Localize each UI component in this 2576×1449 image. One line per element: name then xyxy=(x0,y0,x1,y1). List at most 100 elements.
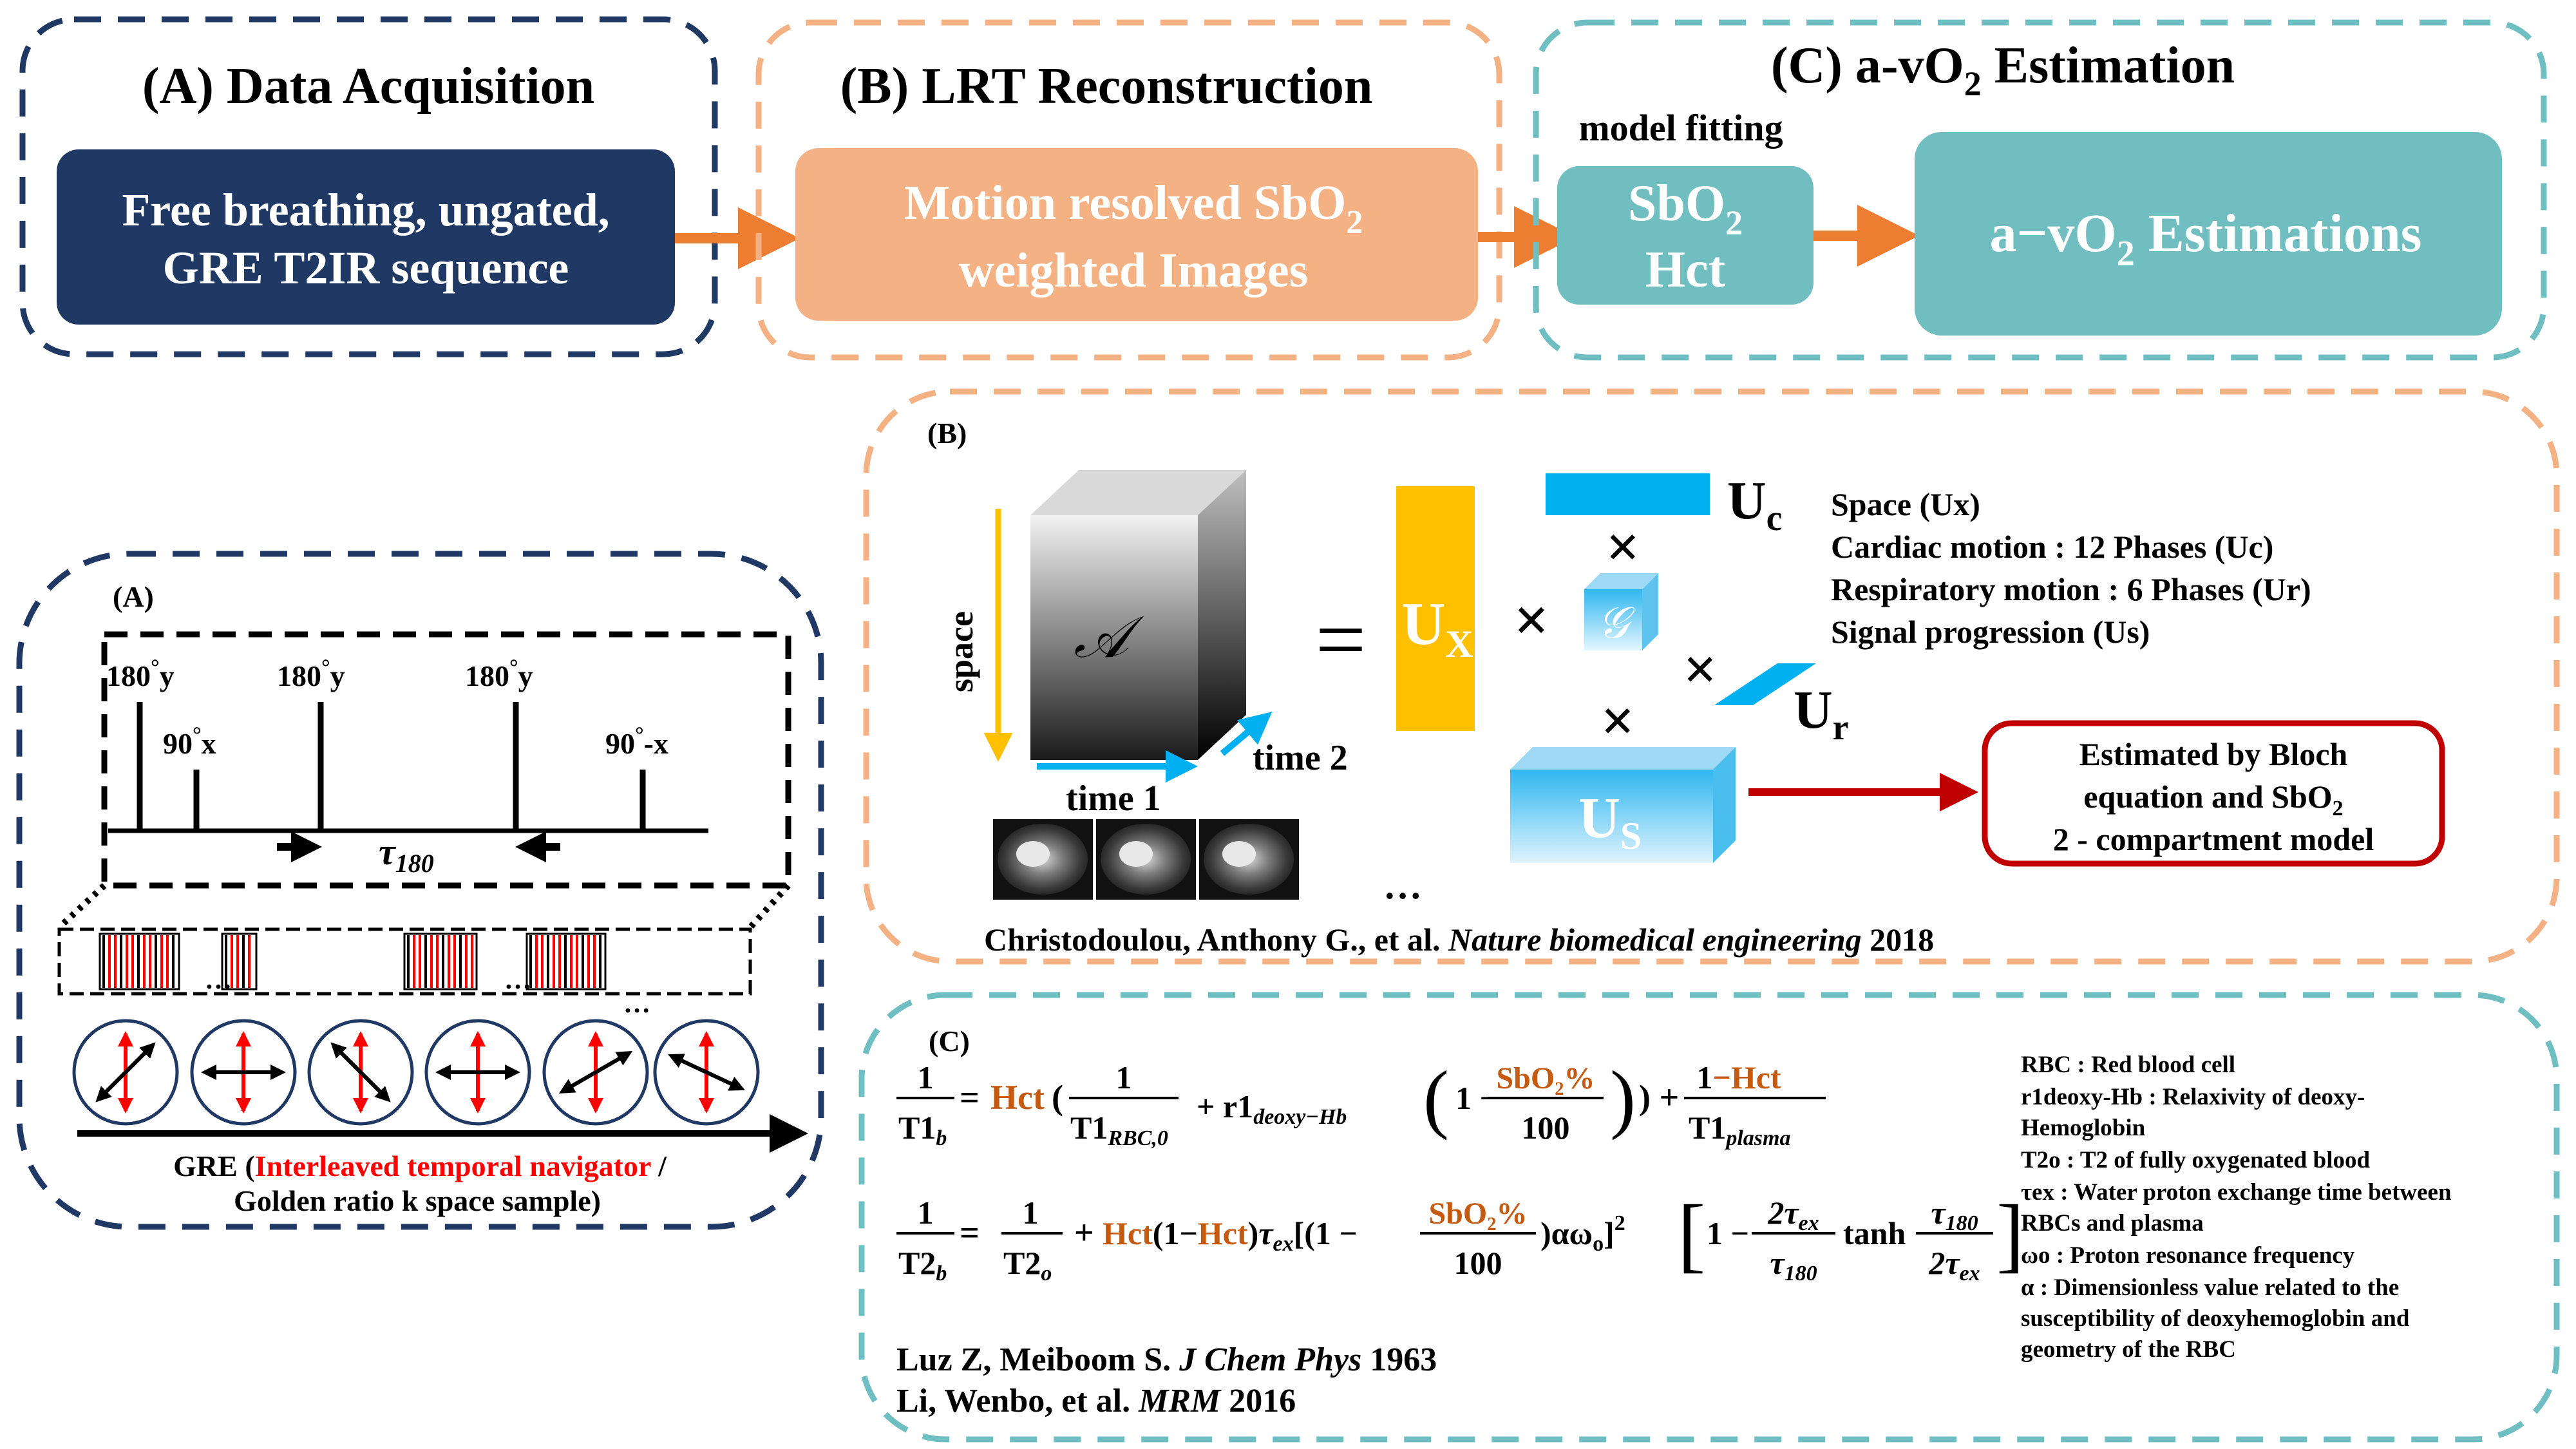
kspace-black-arrow xyxy=(558,1051,630,1094)
kspace-circle xyxy=(653,1019,760,1126)
panel-b: (B) space 𝒜 time 1 time 2 … = UX × Uc × … xyxy=(863,388,2560,965)
time2-label: time 2 xyxy=(1253,738,1348,778)
core-g-top xyxy=(1584,573,1658,589)
eq1-hct: Hct xyxy=(990,1078,1045,1117)
eq2-big-close-bracket: ] xyxy=(1996,1188,2024,1281)
mri-frame xyxy=(993,819,1093,900)
mri-frame-ventricle xyxy=(1119,841,1153,867)
times-1: × xyxy=(1514,585,1549,654)
readout-group xyxy=(526,933,607,990)
legend-signal: Signal progression (Us) xyxy=(1831,614,2150,650)
tensor-cube-top xyxy=(1030,470,1246,515)
kspace-black-arrow xyxy=(668,1054,743,1091)
readout-dots-1: … xyxy=(205,965,232,995)
mri-frame-ventricle xyxy=(1222,841,1256,867)
eq2-num-1: 1 xyxy=(918,1195,934,1231)
kspace-black-arrow xyxy=(330,1042,390,1101)
readout-group xyxy=(221,933,258,990)
avo2-estimation-label: a−vO2 Estimations xyxy=(1990,204,2422,274)
acquisition-line-1: Free breathing, ungated, xyxy=(122,184,609,236)
kspace-circle xyxy=(424,1019,531,1126)
panel-a-dashed-border xyxy=(16,551,824,1230)
us-factor-side xyxy=(1713,747,1736,863)
eq1-num-1: 1 xyxy=(918,1059,934,1095)
def-t2o: T2o : T2 of fully oxygenated blood xyxy=(2021,1147,2370,1173)
def-r1-cont: Hemoglobin xyxy=(2021,1115,2146,1141)
pulse-label-90x: 90°x xyxy=(163,723,216,760)
times-4: × xyxy=(1601,688,1634,753)
panel-a-caption-line-1: GRE (Interleaved temporal navigator / xyxy=(173,1150,667,1182)
panel-b-label: (B) xyxy=(927,417,967,450)
readout-group xyxy=(403,933,478,990)
kspace-circle-outline xyxy=(424,1019,531,1126)
core-g-symbol: 𝒢 xyxy=(1598,598,1635,647)
kspace-circle-outline xyxy=(72,1019,179,1126)
readout-train-frame xyxy=(57,927,752,996)
eq1-one-minus-hct: 1−Hct xyxy=(1696,1059,1781,1095)
panel-b-citation: Christodoulou, Anthony G., et al. Nature… xyxy=(984,922,1934,958)
kspace-circle xyxy=(542,1019,649,1126)
readout-group-frame xyxy=(99,933,180,990)
section-c-dashed-border xyxy=(1533,19,2547,361)
eq2-big-open-bracket: [ xyxy=(1678,1188,1705,1281)
top-section-a: (A) Data Acquisition Free breathing, ung… xyxy=(19,16,718,357)
def-tau-ex: τex : Water proton exchange time between xyxy=(2021,1179,2452,1206)
bloch-line-1: Estimated by Bloch xyxy=(2079,736,2348,772)
core-g-front xyxy=(1584,589,1642,650)
eq1-big-open-paren: ( xyxy=(1423,1055,1449,1141)
panel-b-dashed-border xyxy=(863,388,2560,965)
us-label: US xyxy=(1578,786,1642,857)
ux-label: UX xyxy=(1401,591,1473,665)
kspace-circle xyxy=(190,1019,297,1126)
space-axis-label: space xyxy=(942,611,980,692)
eq2-tanh: tanh xyxy=(1843,1215,1906,1251)
legend-respiratory: Respiratory motion : 6 Phases (Ur) xyxy=(1831,571,2311,607)
acquisition-line-2: GRE T2IR sequence xyxy=(163,242,569,294)
sbo2-label: SbO2 xyxy=(1628,175,1743,242)
reconstruction-line-2: weighted Images xyxy=(959,243,1309,298)
eq1-r1: + r1deoxy−Hb xyxy=(1197,1088,1347,1129)
frames-ellipsis: … xyxy=(1383,864,1422,907)
readout-dots-3: … xyxy=(623,989,650,1019)
uc-label: Uc xyxy=(1727,471,1783,538)
readout-groups xyxy=(99,933,607,990)
eq2-two-tau-ex-den: 2τex xyxy=(1928,1245,1980,1285)
mri-frame-ventricle xyxy=(1016,841,1050,867)
times-2: × xyxy=(1606,514,1640,580)
bloch-line-2: equation and SbO2 xyxy=(2083,779,2343,820)
panel-c: (C) 1 T1b = Hct ( 1 T1RBC,0 + r1deoxy−Hb… xyxy=(858,992,2560,1443)
ur-factor xyxy=(1714,663,1816,705)
eq1-hundred: 100 xyxy=(1522,1110,1570,1146)
mri-frame xyxy=(1096,819,1196,900)
zoom-dotted-left xyxy=(57,883,107,930)
eq2-tau-180-num: τ180 xyxy=(1931,1195,1978,1235)
eq1-open-paren: ( xyxy=(1052,1078,1063,1117)
section-a-dashed-border xyxy=(19,16,718,357)
eq1-num-2: 1 xyxy=(1116,1059,1132,1095)
eq2-hct-term: Hct(1−Hct)τex[(1 − xyxy=(1103,1215,1358,1256)
bloch-model-box xyxy=(1982,720,2445,867)
eq2-num-2: 1 xyxy=(1023,1195,1039,1231)
pulse-label-90-minus-x: 90°-x xyxy=(605,723,668,760)
equation-t1: 1 T1b = Hct ( 1 T1RBC,0 + r1deoxy−Hb ( 1… xyxy=(896,1055,1826,1150)
section-a-title: (A) Data Acquisition xyxy=(142,58,594,115)
ux-factor xyxy=(1396,486,1475,731)
eq1-den-t1b: T1b xyxy=(898,1110,947,1150)
hct-label: Hct xyxy=(1645,242,1726,298)
eq2-tau-180: τ180 xyxy=(1770,1245,1817,1285)
panel-a-caption-line-2: Golden ratio k space sample) xyxy=(234,1184,601,1217)
panel-c-label: (C) xyxy=(929,1025,970,1057)
panel-c-citation-2: Li, Wenbo, et al. MRM 2016 xyxy=(896,1383,1296,1419)
eq2-two-tau-ex: 2τex xyxy=(1767,1195,1819,1235)
eq2-one-minus: 1 − xyxy=(1707,1215,1749,1251)
kspace-circle xyxy=(72,1019,179,1126)
readout-group-frame xyxy=(221,933,258,990)
reconstruction-line-1: Motion resolved SbO2 xyxy=(904,176,1363,241)
readout-dots-2: … xyxy=(504,965,531,995)
times-3: × xyxy=(1683,636,1717,702)
readout-group-frame xyxy=(526,933,607,990)
acquisition-box xyxy=(57,149,675,325)
legend-space: Space (Ux) xyxy=(1831,486,1980,522)
def-alpha-cont-1: susceptibility of deoxyhemoglobin and xyxy=(2021,1305,2410,1332)
